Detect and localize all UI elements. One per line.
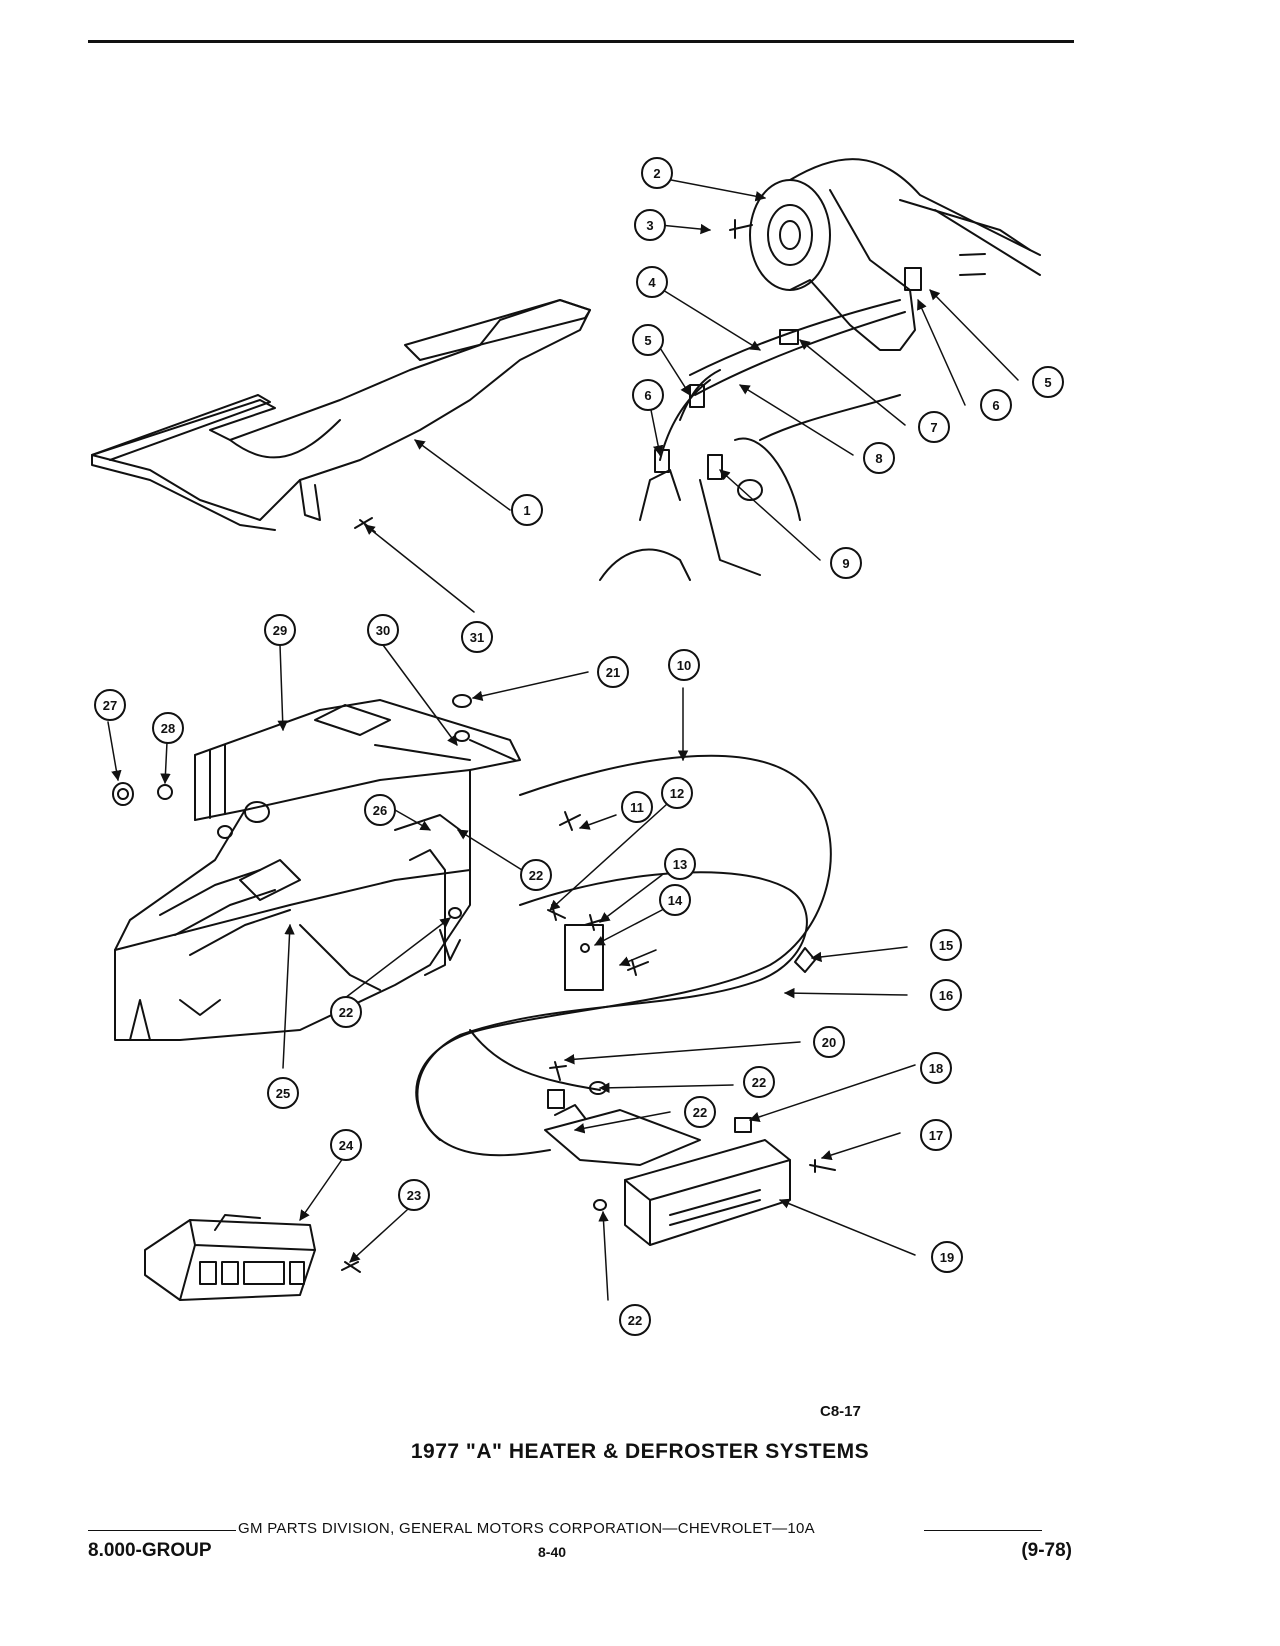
callout-number: 9 [842, 556, 849, 571]
callout-labels: 1234556678910111213141516171819202122222… [94, 157, 1064, 1336]
callout-9: 9 [830, 547, 862, 579]
callout-6: 6 [980, 389, 1012, 421]
callout-number: 14 [668, 893, 683, 908]
control-assembly-drawing [544, 1089, 836, 1246]
page-number: 8-40 [538, 1544, 567, 1560]
control-cables-drawing [415, 754, 832, 1157]
figure-code: C8-17 [820, 1403, 861, 1420]
figure-caption: 1977 "A" HEATER & DEFROSTER SYSTEMS [410, 1440, 870, 1463]
callout-3: 3 [634, 209, 666, 241]
top-rule [88, 40, 1074, 43]
callout-22: 22 [619, 1304, 651, 1336]
callout-number: 20 [822, 1035, 836, 1050]
callout-22: 22 [330, 996, 362, 1028]
callout-number: 17 [929, 1128, 943, 1143]
callout-number: 4 [648, 275, 656, 290]
callout-number: 5 [1044, 375, 1051, 390]
callout-number: 13 [673, 857, 687, 872]
callout-5: 5 [1032, 366, 1064, 398]
callout-4: 4 [636, 266, 668, 298]
callout-22: 22 [743, 1066, 775, 1098]
callout-30: 30 [367, 614, 399, 646]
callout-number: 25 [276, 1086, 290, 1101]
callout-number: 6 [992, 398, 999, 413]
group-number: 8.000-GROUP [88, 1540, 212, 1561]
callout-18: 18 [920, 1052, 952, 1084]
callout-21: 21 [597, 656, 629, 688]
leader-lines [107, 174, 1019, 1301]
callout-5: 5 [632, 324, 664, 356]
callout-25: 25 [267, 1077, 299, 1109]
callout-31: 31 [461, 621, 493, 653]
footer-line: GM PARTS DIVISION, GENERAL MOTORS CORPOR… [88, 1520, 1074, 1540]
callout-10: 10 [668, 649, 700, 681]
callout-number: 6 [644, 388, 651, 403]
callout-22: 22 [520, 859, 552, 891]
callout-number: 28 [161, 721, 175, 736]
callout-number: 18 [929, 1061, 943, 1076]
footer-division-text: GM PARTS DIVISION, GENERAL MOTORS CORPOR… [238, 1520, 815, 1537]
callout-number: 24 [339, 1138, 354, 1153]
callout-number: 22 [752, 1075, 766, 1090]
callout-number: 19 [940, 1250, 954, 1265]
callout-number: 23 [407, 1188, 421, 1203]
callout-number: 26 [373, 803, 387, 818]
callout-number: 10 [677, 658, 691, 673]
callout-23: 23 [398, 1179, 430, 1211]
callout-number: 29 [273, 623, 287, 638]
footer-rule-left [88, 1530, 236, 1531]
callout-number: 12 [670, 786, 684, 801]
callout-28: 28 [152, 712, 184, 744]
air-outlet-drawing [144, 1214, 316, 1301]
callout-7: 7 [918, 411, 950, 443]
heater-case-drawing [114, 699, 521, 1041]
callout-number: 27 [103, 698, 117, 713]
callout-24: 24 [330, 1129, 362, 1161]
callout-number: 3 [646, 218, 653, 233]
callout-number: 11 [630, 800, 644, 815]
callout-number: 30 [376, 623, 390, 638]
callout-6: 6 [632, 379, 664, 411]
callout-number: 16 [939, 988, 953, 1003]
callout-1: 1 [511, 494, 543, 526]
callout-11: 11 [621, 791, 653, 823]
callout-number: 22 [628, 1313, 642, 1328]
callout-22: 22 [684, 1096, 716, 1128]
callout-14: 14 [659, 884, 691, 916]
callout-16: 16 [930, 979, 962, 1011]
callout-number: 22 [529, 868, 543, 883]
callout-12: 12 [661, 777, 693, 809]
callout-2: 2 [641, 157, 673, 189]
callout-26: 26 [364, 794, 396, 826]
callout-19: 19 [931, 1241, 963, 1273]
callout-number: 1 [523, 503, 530, 518]
callout-20: 20 [813, 1026, 845, 1058]
callout-number: 5 [644, 333, 651, 348]
callout-29: 29 [264, 614, 296, 646]
callout-27: 27 [94, 689, 126, 721]
callout-number: 8 [875, 451, 882, 466]
revision-date: (9-78) [1021, 1540, 1072, 1561]
callout-13: 13 [664, 848, 696, 880]
callout-number: 21 [606, 665, 620, 680]
callout-15: 15 [930, 929, 962, 961]
callout-number: 31 [470, 630, 484, 645]
callout-number: 2 [653, 166, 660, 181]
defroster-duct-drawing [91, 299, 591, 531]
callout-number: 7 [930, 420, 937, 435]
callout-17: 17 [920, 1119, 952, 1151]
callout-number: 22 [339, 1005, 353, 1020]
footer-rule-right [924, 1530, 1042, 1531]
callout-8: 8 [863, 442, 895, 474]
callout-number: 22 [693, 1105, 707, 1120]
blower-assembly-drawing [599, 158, 1041, 581]
callout-number: 15 [939, 938, 953, 953]
